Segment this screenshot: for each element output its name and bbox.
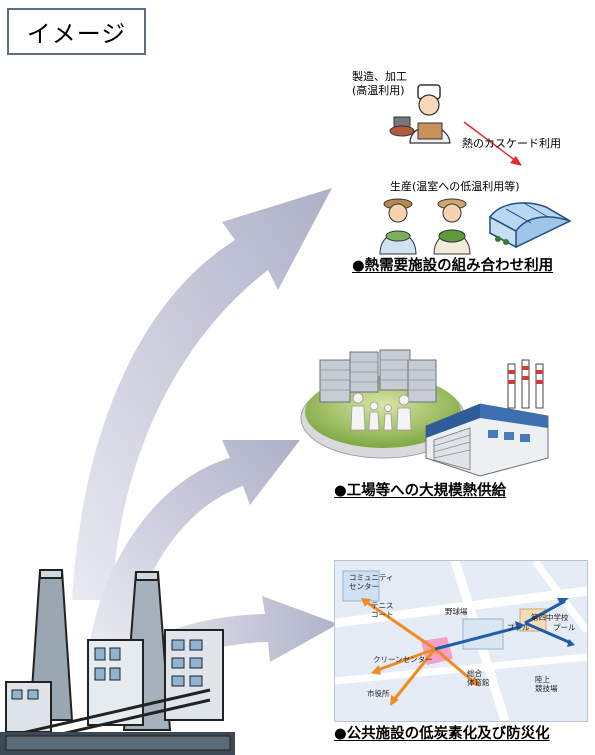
community-line1: コミュニティ: [349, 573, 394, 582]
tennis-line2: コート: [371, 610, 394, 619]
athletics-line2: 競技場: [535, 684, 558, 693]
map-label-athletics: 陸上 競技場: [535, 675, 558, 693]
greenhouse-icon: [488, 202, 572, 249]
manufacturing-line2: (高温利用): [352, 84, 405, 97]
factory-caption: ●工場等への大規模熱供給: [334, 483, 507, 499]
farmer-icon: [379, 198, 471, 255]
map-label-gym: 総合 体育館: [467, 669, 490, 687]
title-box: イメージ: [7, 8, 146, 55]
production-label: 生産(温室への低温利用等): [390, 180, 520, 193]
cascade-label: 熱のカスケード利用: [462, 137, 561, 150]
facility-map: コミュニティ センター テニス コート 野球場 第四中学校 プール プール クリ…: [334, 560, 588, 722]
family-icon: [350, 392, 412, 431]
map-label-school: 第四中学校: [531, 613, 569, 622]
public-caption: ●公共施設の低炭素化及び防災化: [334, 726, 550, 742]
map-label-pool-right: プール: [553, 623, 576, 632]
chef-icon: [389, 84, 451, 144]
map-label-clean-center: クリーンセンター: [373, 655, 433, 664]
plant-icon: [0, 569, 235, 755]
map-label-pool-left: プール: [507, 623, 530, 632]
factory-icon: [425, 359, 549, 477]
gym-line1: 総合: [467, 669, 482, 678]
community-line2: センター: [349, 582, 379, 591]
manufacturing-line1: 製造、加工: [352, 70, 407, 83]
heat-demand-caption: ●熱需要施設の組み合わせ利用: [352, 258, 554, 274]
page-title: イメージ: [26, 20, 127, 48]
map-label-tennis: テニス コート: [371, 601, 394, 619]
gym-line2: 体育館: [467, 678, 490, 687]
housing-complex-icon: [300, 349, 466, 459]
map-label-baseball: 野球場: [445, 607, 468, 616]
map-label-community: コミュニティ センター: [349, 573, 394, 591]
cascade-arrow: [463, 121, 522, 166]
manufacturing-label: 製造、加工 (高温利用): [352, 70, 407, 98]
athletics-line1: 陸上: [535, 675, 550, 684]
facility-map-drawing: [335, 561, 587, 721]
map-label-city-hall: 市役所: [367, 689, 390, 698]
arrow-to-heat-demand: [72, 188, 332, 600]
tennis-line1: テニス: [371, 601, 394, 610]
